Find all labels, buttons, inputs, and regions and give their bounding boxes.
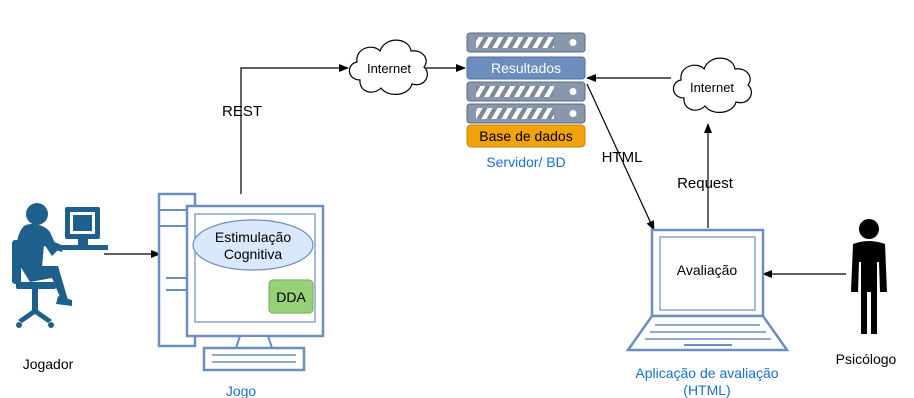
- laptop-caption-line2: (HTML): [683, 382, 730, 398]
- cloud-left: Internet: [348, 39, 428, 95]
- server-bar-db: [466, 124, 586, 148]
- game-ellipse-line1: Estimulação: [215, 229, 291, 245]
- server: Resultados Base de dados: [466, 32, 586, 148]
- edge-label-rest: REST: [222, 103, 262, 120]
- game-dda-label: DDA: [276, 289, 306, 305]
- laptop: Avaliação: [625, 228, 790, 352]
- psychologist-figure: [851, 219, 887, 334]
- game-ellipse-line2: Cognitiva: [224, 246, 283, 262]
- edge-label-html: HTML: [602, 149, 643, 166]
- game-caption: Jogo: [226, 383, 257, 398]
- laptop-screen-label: Avaliação: [677, 262, 738, 278]
- edge-html: [586, 83, 655, 231]
- player-caption: Jogador: [23, 356, 74, 372]
- laptop-caption-line1: Aplicação de avaliação: [635, 365, 778, 381]
- cloud-right: Internet: [672, 57, 752, 113]
- server-caption: Servidor/ BD: [486, 154, 565, 170]
- player-figure: [12, 203, 108, 328]
- game-dda-button: DDA: [268, 279, 314, 314]
- server-bar-results-label: Resultados: [491, 60, 561, 76]
- edge-label-request: Request: [677, 175, 734, 192]
- cloud-left-label: Internet: [367, 61, 411, 76]
- psychologist-caption: Psicólogo: [836, 351, 897, 367]
- game-ellipse: Estimulação Cognitiva: [192, 219, 314, 271]
- edge-rest: [240, 64, 349, 194]
- server-bar-results: [466, 56, 586, 80]
- server-bar-db-label: Base de dados: [479, 128, 572, 144]
- cloud-right-label: Internet: [690, 80, 734, 95]
